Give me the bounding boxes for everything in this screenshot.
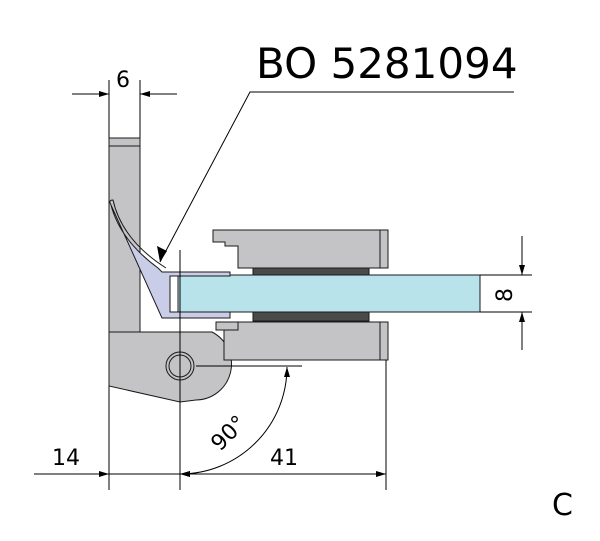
upper-clamp: [212, 229, 389, 269]
dim-6-label: 6: [116, 68, 130, 93]
lower-gasket: [252, 311, 370, 322]
leader-arrow: [157, 246, 167, 262]
part-number-label: BO 5281094: [256, 39, 518, 88]
lower-clamp-lip: [215, 321, 239, 331]
variant-label: C: [552, 488, 573, 523]
leader-line: [159, 91, 514, 263]
glass-panel: [177, 274, 481, 313]
seal-profile: [110, 204, 231, 319]
angle-arc: [179, 366, 290, 477]
angle-label: 90°: [207, 411, 252, 456]
hinge-knuckle: [108, 331, 232, 403]
dim-14-label: 14: [52, 446, 80, 471]
dim-8-label: 8: [493, 288, 518, 302]
dim-41-label: 41: [270, 446, 298, 471]
lower-clamp: [223, 321, 389, 361]
seal-lip: [109, 199, 167, 269]
